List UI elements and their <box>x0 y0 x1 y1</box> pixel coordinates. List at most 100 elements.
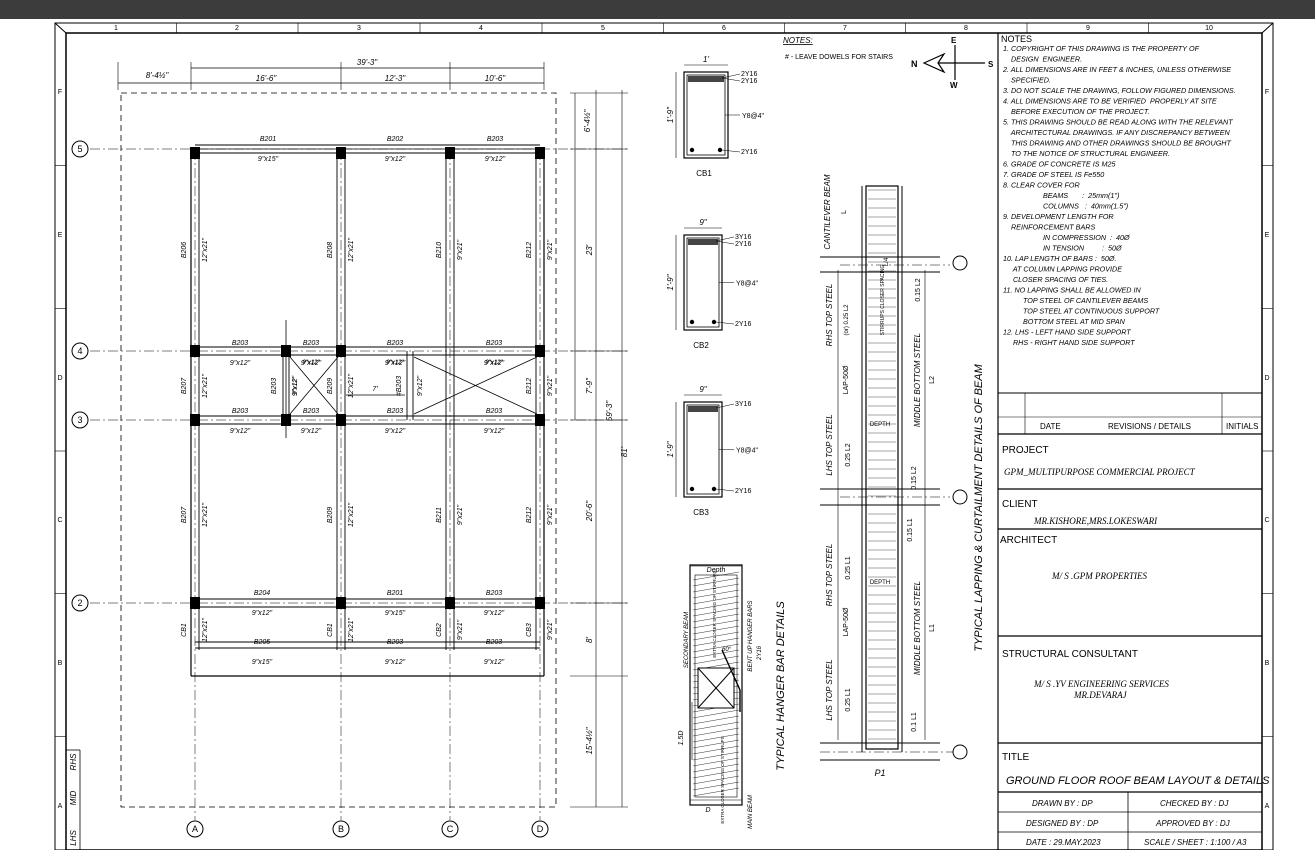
dim-overall: 39'-3" <box>357 58 379 67</box>
lhs-label: LHS <box>69 830 78 846</box>
beam-name: B212 <box>526 242 533 258</box>
note-line: BEFORE EXECUTION OF THE PROJECT. <box>1003 107 1150 116</box>
section-bottom-label: 2Y16 <box>741 149 757 156</box>
grid-row-label: F <box>1265 89 1269 96</box>
drawn-by: DRAWN BY : DP <box>1032 799 1093 808</box>
section-width: 9" <box>699 218 707 227</box>
beam-size: 9"x12" <box>252 610 273 617</box>
dim-right: 15'-4½" <box>585 726 594 754</box>
stair-dim: 7' <box>372 386 378 393</box>
beam-name: B209 <box>327 378 334 394</box>
lap-label: LHS TOP STEEL <box>825 659 834 720</box>
beam-name: B203 <box>303 340 319 347</box>
axis-number: 2 <box>77 598 82 608</box>
section-top-label: 3Y16 <box>735 234 751 241</box>
lap-label: L/4 <box>884 257 890 266</box>
lap-axis-bubble <box>952 255 968 271</box>
note-line: CLOSER SPACING OF TIES. <box>1003 275 1108 284</box>
beam-size: 9"x12" <box>302 360 320 366</box>
column <box>190 414 200 426</box>
section-depth: 1'-9" <box>666 106 675 123</box>
axis-letter: B <box>338 824 344 834</box>
beam-name: B203 <box>387 639 403 646</box>
client-name: MR.KISHORE,MRS.LOKESWARI <box>1033 516 1158 526</box>
lap-label: P1 <box>874 768 885 778</box>
beam-size: 12"x21" <box>202 502 209 527</box>
section-outline <box>683 234 723 331</box>
grid-col-label: 8 <box>964 25 968 32</box>
note-line: 2. ALL DIMENSIONS ARE IN FEET & INCHES, … <box>1002 65 1231 74</box>
designed-by: DESIGNED BY : DP <box>1026 819 1099 828</box>
beam-name: B203 <box>232 408 248 415</box>
lap-label: 0.1 L1 <box>911 712 918 732</box>
beam-name: CB2 <box>436 623 443 637</box>
hanger-depth: Depth <box>707 567 726 574</box>
note-line: DESIGN ENGINEER. <box>1003 55 1082 64</box>
note-line: 9. DEVELOPMENT LENGTH FOR <box>1003 212 1114 221</box>
beam-size: 9"x12" <box>230 360 251 367</box>
note-line: BEAMS : 25mm(1") <box>1003 191 1119 200</box>
beam-name: B203 <box>487 136 503 143</box>
note-line: ARCHITECTURAL DRAWINGS. IF ANY DISCREPAN… <box>1003 128 1231 137</box>
lap-title: TYPICAL LAPPING & CURTAILMENT DETAILS OF… <box>973 363 985 651</box>
project-name: GPM_MULTIPURPOSE COMMERCIAL PROJECT <box>1004 467 1196 477</box>
beam-size: 9"x15" <box>258 156 279 163</box>
column <box>190 597 200 609</box>
axis-letter: C <box>447 824 454 834</box>
beam-name: B204 <box>254 590 270 597</box>
axis-bubble <box>531 820 549 838</box>
beam-size: 9"x12" <box>484 428 505 435</box>
section-stirrup <box>686 404 720 495</box>
beam-name: B212 <box>526 507 533 523</box>
section-depth: 1'-9" <box>666 440 675 457</box>
beam-name: B209 <box>327 507 334 523</box>
note-line: COLUMNS : 40mm(1.5") <box>1003 202 1128 211</box>
note-line: RHS - RIGHT HAND SIDE SUPPORT <box>1003 338 1135 347</box>
dim-left: 8'-4½" <box>146 71 170 80</box>
dim-bay: 16'-6" <box>256 74 278 83</box>
lap-label: STIRRUPS CLOSER SPACING <box>880 265 886 336</box>
column <box>445 597 455 609</box>
compass-w: W <box>950 81 958 90</box>
beam-size: 9"x12" <box>385 428 406 435</box>
main-beam-stirrup <box>694 574 738 798</box>
section-bottom-label: 2Y16 <box>735 488 751 495</box>
section-bottom-label: 2Y16 <box>735 321 751 328</box>
beam-size: 9"x15" <box>252 659 273 666</box>
note-line: SPECIFIED. <box>1003 76 1051 85</box>
note-line: 7. GRADE OF STEEL IS Fe550 <box>1003 170 1104 179</box>
lap-label: MIDDLE BOTTOM STEEL <box>913 333 922 427</box>
client-label: CLIENT <box>1002 499 1038 510</box>
hanger-bent-size: 2Y16 <box>757 645 763 661</box>
beam-size: 12"x21" <box>202 617 209 642</box>
lap-label: RHS TOP STEEL <box>825 544 834 607</box>
note-line: 1. COPYRIGHT OF THIS DRAWING IS THE PROP… <box>1003 44 1200 53</box>
axis-bubble <box>71 594 89 612</box>
project-label: PROJECT <box>1002 445 1049 456</box>
lap-label: LHS TOP STEEL <box>825 414 834 475</box>
compass-s: S <box>988 60 994 69</box>
note-line: BOTTOM STEEL AT MID SPAN <box>1003 317 1126 326</box>
column <box>535 597 545 609</box>
column <box>535 147 545 159</box>
hanger-secondary: SECONDARY BEAM <box>684 612 690 668</box>
section-top-label: 2Y16 <box>741 71 757 78</box>
beam-size: 9"x15" <box>385 610 406 617</box>
beam-name: B207 <box>181 377 188 394</box>
lap-label: DEPTH <box>870 580 890 586</box>
beam-name: B208 <box>327 242 334 258</box>
lap-label: CANTILEVER BEAM <box>823 174 832 249</box>
grid-row-label: B <box>58 660 63 667</box>
section-top-bars <box>688 406 718 412</box>
beam-name: B203 <box>486 590 502 597</box>
beam-name: B201 <box>260 136 276 143</box>
column <box>535 345 545 357</box>
column <box>336 147 346 159</box>
beam-name: B203 <box>486 408 502 415</box>
dim-right: 20'-6" <box>585 500 594 523</box>
beam-name: B203 <box>486 639 502 646</box>
hanger-main: MAIN BEAM <box>748 795 754 829</box>
viewer-top-bar <box>0 0 1315 19</box>
